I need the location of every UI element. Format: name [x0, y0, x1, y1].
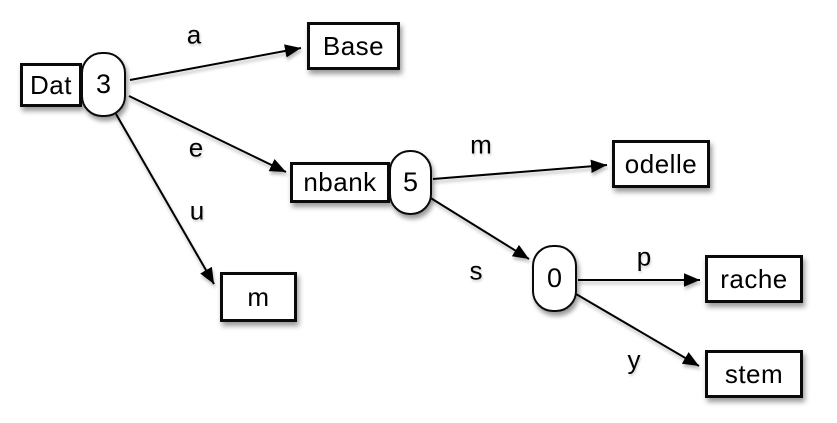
edge-label-e: e — [188, 132, 204, 163]
edge-label-u: u — [189, 195, 205, 226]
node-rache: rache — [705, 255, 803, 303]
node-odelle: odelle — [612, 140, 710, 188]
node-stem: stem — [705, 350, 803, 398]
edge-m-arrow — [432, 159, 608, 180]
edge-s-arrow — [428, 196, 530, 260]
edge-label-m: m — [470, 129, 492, 160]
node-count-0: 0 — [532, 245, 577, 312]
edge-label-a: a — [186, 19, 202, 50]
node-dat: Dat — [20, 63, 82, 107]
edge-e-arrow — [128, 95, 287, 173]
edge-label-y: y — [627, 344, 641, 375]
node-m: m — [220, 272, 297, 322]
node-nbank: nbank — [290, 162, 390, 203]
edge-a-arrow — [129, 44, 302, 81]
edge-label-s: s — [469, 255, 483, 286]
edge-u-arrow — [115, 113, 215, 285]
node-count-5: 5 — [389, 150, 432, 215]
node-count-3: 3 — [81, 52, 126, 117]
edge-label-p: p — [636, 241, 652, 272]
edge-y-arrow — [575, 293, 700, 367]
node-base: Base — [307, 22, 400, 70]
